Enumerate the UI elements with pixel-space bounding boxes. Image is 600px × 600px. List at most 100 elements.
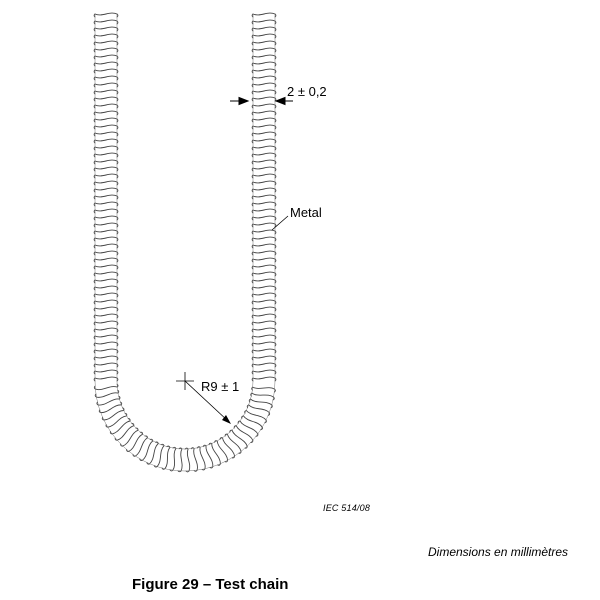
chain-link-hook [251, 167, 254, 172]
chain-link-hook [251, 104, 254, 109]
chain-link [94, 215, 118, 219]
radius-dimension-line [184, 380, 231, 424]
chain-link [128, 433, 144, 452]
metal-leader-line [271, 215, 289, 231]
chain-link-hook [172, 446, 177, 449]
chain-link-hook [274, 370, 277, 375]
chain-link-hook [274, 62, 277, 67]
chain-link-hook [250, 392, 253, 397]
chain-link-hook [274, 146, 277, 151]
chain-link [94, 110, 118, 114]
chain-link [252, 19, 276, 23]
chain-link-hook [251, 62, 254, 67]
chain-link-hook [93, 167, 96, 172]
chain-link-hook [93, 293, 96, 298]
chain-link-hook [116, 41, 119, 46]
chain-link-hook [251, 258, 254, 263]
chain-link-hook [274, 244, 277, 249]
chain-link-hook [251, 195, 254, 200]
chain-link-hook [93, 104, 96, 109]
chain-link [94, 131, 118, 135]
chain-link-hook [251, 209, 254, 214]
chain-link [94, 369, 118, 373]
chain-link-hook [116, 90, 119, 95]
chain-link-hook [251, 181, 254, 186]
chain-link [252, 145, 276, 149]
chain-link [94, 26, 118, 30]
chain-link [94, 159, 118, 163]
radius-label: R9 ± 1 [201, 379, 240, 394]
chain-link [252, 362, 276, 366]
chain-link-hook [116, 20, 119, 25]
chain-link-hook [93, 111, 96, 116]
chain-link [94, 222, 118, 226]
chain-link-hook [114, 437, 118, 441]
chain-link-hook [116, 188, 119, 193]
thickness-label: 2 ± 0,2 [287, 84, 327, 99]
figure-reference: IEC 514/08 [323, 503, 371, 513]
chain-link [252, 138, 276, 142]
chain-link-hook [251, 251, 254, 256]
chain-link-hook [251, 279, 254, 284]
chain-link-hook [116, 48, 119, 53]
chain-link-hook [93, 55, 96, 60]
chain-link [235, 425, 254, 441]
chain-link-hook [251, 34, 254, 39]
chain-link-hook [274, 342, 277, 347]
chain-link-hook [116, 286, 119, 291]
chain-link-hook [105, 424, 109, 428]
chain-link [94, 194, 118, 198]
chain-link [94, 152, 118, 156]
chain-link [94, 355, 118, 359]
chain-link-hook [251, 13, 254, 18]
chain-link-hook [251, 237, 254, 242]
chain-link-hook [251, 314, 254, 319]
chain-link [94, 348, 118, 352]
chain-link [252, 215, 276, 219]
chain-link-hook [116, 160, 119, 165]
chain-link-hook [116, 118, 119, 123]
chain-link [94, 54, 118, 58]
chain-link-hook [251, 132, 254, 137]
chain-link-hook [116, 321, 119, 326]
chain-link [252, 306, 276, 310]
chain-link-hook [93, 153, 96, 158]
chain-link-hook [116, 167, 119, 172]
chain-link-hook [274, 13, 277, 18]
chain-link [252, 292, 276, 296]
chain-link [252, 208, 276, 212]
chain-link-hook [116, 97, 119, 102]
chain-link-hook [238, 450, 242, 454]
chain-link-hook [93, 97, 96, 102]
chain-link-hook [116, 111, 119, 116]
chain-link-hook [116, 307, 119, 312]
chain-link [252, 243, 276, 247]
chain-link-hook [116, 13, 119, 18]
chain-link-hook [93, 258, 96, 263]
chain-link-hook [93, 300, 96, 305]
chain-link-hook [241, 415, 244, 419]
chain-link-hook [274, 314, 277, 319]
chain-link-hook [251, 342, 254, 347]
chain-link [97, 398, 120, 406]
chain-link-hook [94, 393, 97, 398]
chain-link [172, 447, 177, 471]
chain-link-hook [93, 132, 96, 137]
chain-link-hook [93, 265, 96, 270]
chain-link-hook [116, 34, 119, 39]
chain-link [252, 159, 276, 163]
chain-link [252, 103, 276, 107]
chain-link-hook [93, 146, 96, 151]
chain-link-hook [116, 293, 119, 298]
chain-link-hook [116, 342, 119, 347]
chain-link [252, 124, 276, 128]
chain-link-hook [251, 230, 254, 235]
chain-link-hook [93, 251, 96, 256]
chain-link [95, 392, 119, 398]
chain-link [94, 124, 118, 128]
chain-link-hook [126, 449, 130, 452]
chain-link [252, 201, 276, 205]
chain-link-hook [274, 335, 277, 340]
chain-link [94, 250, 118, 254]
chain-link [252, 264, 276, 268]
